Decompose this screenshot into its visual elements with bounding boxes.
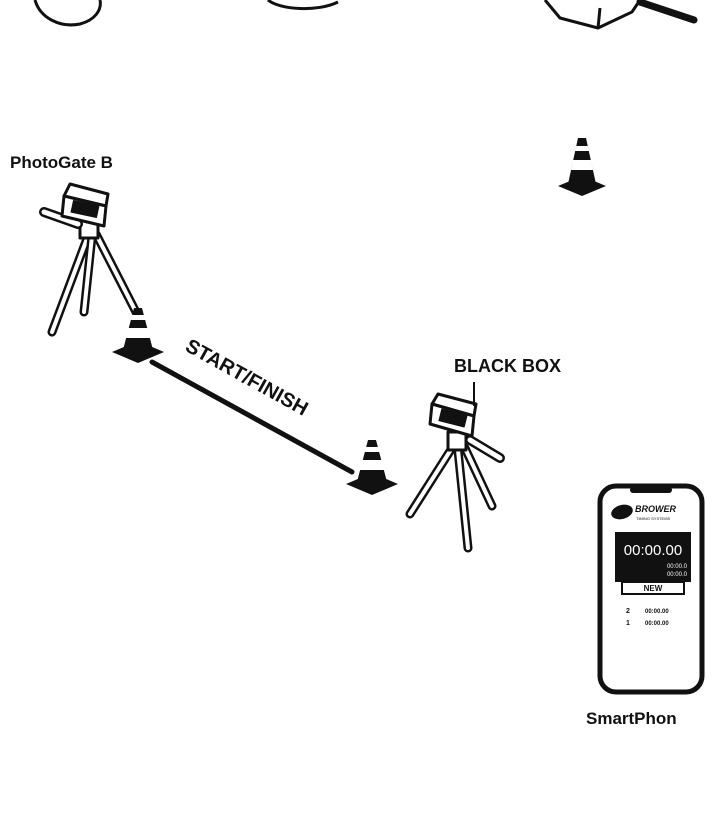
black-box-tripod <box>405 382 505 553</box>
photogate-b-tripod <box>39 182 141 337</box>
cone-finish-right <box>346 440 398 495</box>
cone-top-right <box>558 138 606 196</box>
cropped-tripod-box-top-right <box>543 0 698 30</box>
new-button[interactable] <box>621 581 685 595</box>
list-item-time-0: 00:00.00 <box>645 609 669 615</box>
sub-time-1: 00:00.0 <box>667 564 688 570</box>
list-item-index-1: 1 <box>626 620 630 627</box>
brand-logo-icon: BROWER TIMING SYSTEMS <box>611 504 676 521</box>
start-finish-line <box>149 359 355 475</box>
start-finish-label: START/FINISH <box>182 335 312 420</box>
black-box-label: BLACK BOX <box>454 356 561 376</box>
phone-brand: BROWER <box>635 504 676 514</box>
cone-start-left <box>112 308 164 363</box>
smartphone: BROWER TIMING SYSTEMS 00:00.00 00:00.0 0… <box>597 483 705 695</box>
main-time: 00:00.00 <box>624 542 682 559</box>
timer-panel <box>615 532 691 582</box>
sub-time-2: 00:00.0 <box>667 572 688 578</box>
smartphone-label: SmartPhon <box>586 709 677 728</box>
photogate-b-label: PhotoGate B <box>10 153 113 172</box>
cropped-object-top-left <box>33 0 102 27</box>
cropped-object-top-center <box>267 0 339 11</box>
phone-brand-sub: TIMING SYSTEMS <box>636 516 671 521</box>
list-item-time-1: 00:00.00 <box>645 621 669 627</box>
list-item-index-0: 2 <box>626 608 630 615</box>
new-button-label: NEW <box>644 584 663 593</box>
